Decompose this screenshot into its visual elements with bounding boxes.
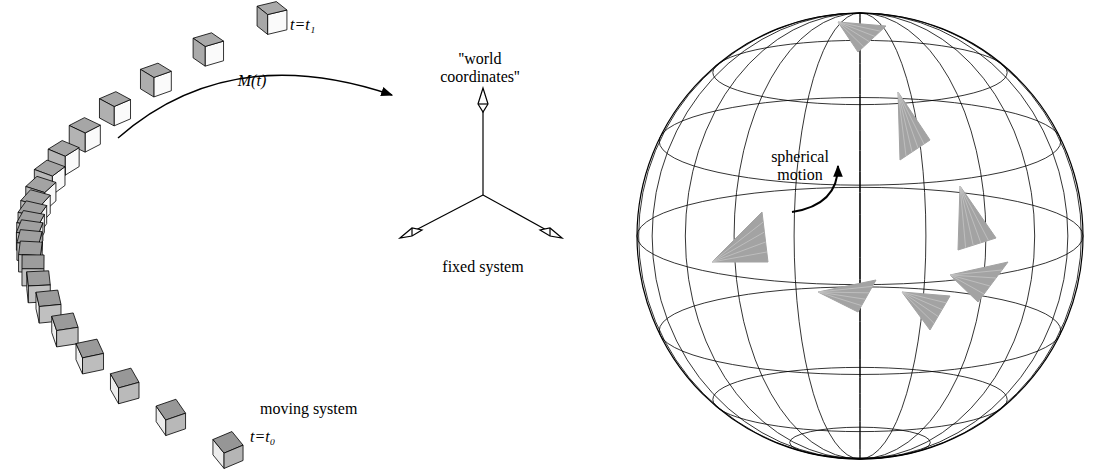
frame-label: ''world coordinates'' <box>425 50 535 87</box>
triangle-marker <box>958 186 996 250</box>
time-label: t=t₁ <box>290 16 315 34</box>
motion-label: spherical motion <box>760 148 840 185</box>
frame-label: fixed system <box>442 258 523 276</box>
cube <box>193 33 223 66</box>
sphere <box>637 13 1083 459</box>
time-label: t=t₀ <box>250 428 275 446</box>
triangle-marker <box>838 22 886 52</box>
cube <box>17 211 45 245</box>
triangle-marker <box>902 292 950 330</box>
cube <box>140 63 171 97</box>
cube <box>257 2 287 35</box>
system-label: moving system <box>260 400 357 418</box>
triangle-marker <box>818 280 876 312</box>
cube <box>99 92 130 126</box>
cube <box>52 313 78 347</box>
cube <box>213 432 243 469</box>
transform-label: M(t) <box>238 72 266 90</box>
cube-trajectory <box>16 2 287 469</box>
triangle-marker <box>898 92 930 160</box>
cube <box>76 339 104 374</box>
cube <box>156 399 185 435</box>
coordinate-frame <box>400 88 562 238</box>
cube <box>110 368 139 404</box>
triangle-marker <box>712 212 768 262</box>
triangle-marker <box>950 262 1008 302</box>
